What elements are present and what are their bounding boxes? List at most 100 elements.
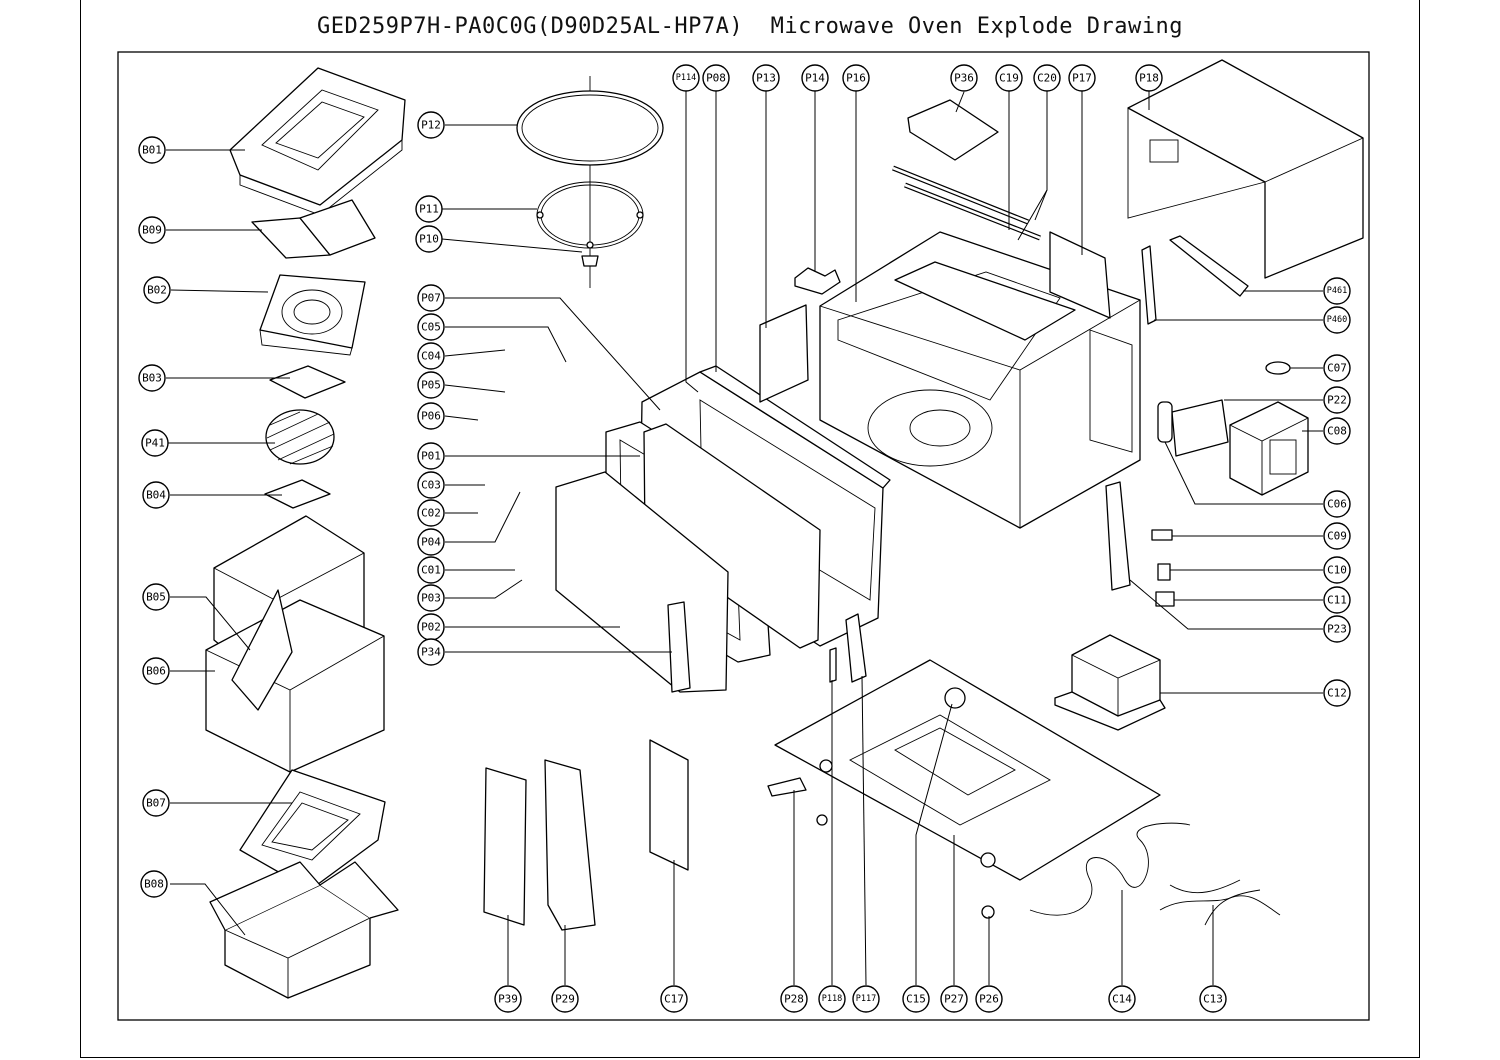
- part-p17-sheet: [1049, 231, 1111, 319]
- part-p11-roller-ring: [536, 181, 644, 249]
- svg-text:C06: C06: [1327, 498, 1347, 511]
- svg-text:C04: C04: [421, 350, 441, 363]
- callout-p04: P04: [417, 528, 445, 556]
- part-door-assembly: [555, 365, 891, 693]
- svg-text:C13: C13: [1203, 993, 1223, 1006]
- svg-text:P29: P29: [555, 993, 575, 1006]
- part-p13-panel: [759, 304, 809, 403]
- callout-p36: P36: [950, 64, 978, 92]
- callout-b02: B02: [143, 276, 171, 304]
- callout-p28: P28: [780, 985, 808, 1013]
- svg-text:C01: C01: [421, 564, 441, 577]
- svg-text:C17: C17: [664, 993, 684, 1006]
- svg-text:P18: P18: [1139, 72, 1159, 85]
- callout-c17: C17: [660, 985, 688, 1013]
- svg-text:P117: P117: [856, 994, 876, 1004]
- callout-p13: P13: [752, 64, 780, 92]
- part-b03-sheet: [269, 365, 346, 399]
- leader-lines: [166, 90, 1323, 986]
- part-b09-manual: [251, 199, 376, 259]
- svg-text:B04: B04: [146, 489, 166, 502]
- svg-text:C02: C02: [421, 507, 441, 520]
- callout-c15: C15: [902, 985, 930, 1013]
- part-base-plate: [774, 659, 1161, 881]
- svg-text:C07: C07: [1327, 362, 1347, 375]
- svg-text:B05: B05: [146, 591, 166, 604]
- svg-text:P22: P22: [1327, 394, 1347, 407]
- svg-text:C15: C15: [906, 993, 926, 1006]
- callout-b04: B04: [142, 481, 170, 509]
- callout-p461: P461: [1323, 277, 1351, 305]
- svg-text:P12: P12: [421, 119, 441, 132]
- callout-c07: C07: [1323, 354, 1351, 382]
- callout-p23: P23: [1323, 615, 1351, 643]
- part-p117: [845, 613, 867, 683]
- part-p39-panel-film: [483, 767, 527, 926]
- callout-c05: C05: [417, 313, 445, 341]
- svg-text:C03: C03: [421, 479, 441, 492]
- callout-c19: C19: [995, 64, 1023, 92]
- callout-labels: B01 B09 B02 B03 P41 B04 B05 B06 B07 B08 …: [138, 64, 1351, 1013]
- svg-text:P461: P461: [1327, 286, 1347, 296]
- callout-c20: C20: [1033, 64, 1061, 92]
- part-p118: [829, 647, 837, 683]
- svg-text:P03: P03: [421, 592, 441, 605]
- part-sketches: [205, 59, 1364, 999]
- part-b01-top-foam: [229, 67, 406, 216]
- svg-text:P07: P07: [421, 292, 441, 305]
- part-c11-switch: [1155, 591, 1175, 607]
- svg-text:P41: P41: [145, 437, 165, 450]
- part-p28-bracket: [767, 777, 807, 797]
- svg-text:P06: P06: [421, 410, 441, 423]
- part-b05-b06-carton: [205, 515, 385, 773]
- svg-text:P27: P27: [944, 993, 964, 1006]
- part-c10-switch: [1157, 563, 1171, 581]
- callout-b09: B09: [138, 216, 166, 244]
- svg-text:C10: C10: [1327, 564, 1347, 577]
- svg-text:P04: P04: [421, 536, 441, 549]
- callout-p34: P34: [417, 638, 445, 666]
- svg-text:P10: P10: [419, 233, 439, 246]
- part-p461-rail: [1169, 235, 1249, 297]
- callout-p118: P118: [818, 985, 846, 1013]
- part-c07: [1265, 361, 1291, 375]
- part-c19-c20-heaters: [892, 165, 1041, 241]
- callout-c10: C10: [1323, 556, 1351, 584]
- svg-text:P01: P01: [421, 450, 441, 463]
- callout-c13: C13: [1199, 985, 1227, 1013]
- part-p26-foot: [981, 905, 995, 919]
- callout-p11: P11: [415, 195, 443, 223]
- svg-text:P02: P02: [421, 621, 441, 634]
- svg-text:C05: C05: [421, 321, 441, 334]
- drawing-sheet-frame: [80, 0, 1420, 1058]
- svg-text:P14: P14: [805, 72, 825, 85]
- svg-text:B09: B09: [142, 224, 162, 237]
- callout-p14: P14: [801, 64, 829, 92]
- callout-c08: C08: [1323, 417, 1351, 445]
- svg-text:B02: B02: [147, 284, 167, 297]
- svg-text:P05: P05: [421, 379, 441, 392]
- svg-text:B03: B03: [142, 372, 162, 385]
- callout-b03: B03: [138, 364, 166, 392]
- part-c09-switch: [1151, 529, 1173, 541]
- part-cavity: [819, 231, 1141, 529]
- part-c13-harness-branches: [1169, 879, 1261, 926]
- part-p41-disc: [265, 409, 335, 465]
- callout-b06: B06: [142, 657, 170, 685]
- callout-c12: C12: [1323, 679, 1351, 707]
- part-b08-carton: [209, 861, 399, 999]
- svg-text:P460: P460: [1327, 315, 1347, 325]
- svg-text:P11: P11: [419, 203, 439, 216]
- callout-p22: P22: [1323, 386, 1351, 414]
- callout-p39: P39: [494, 985, 522, 1013]
- part-p36-plate: [907, 99, 999, 161]
- callout-p16: P16: [842, 64, 870, 92]
- callout-p05: P05: [417, 371, 445, 399]
- callout-p26: P26: [975, 985, 1003, 1013]
- callout-p117: P117: [852, 985, 880, 1013]
- part-p23-latch-board: [1105, 481, 1131, 591]
- svg-text:C12: C12: [1327, 687, 1347, 700]
- callout-c06: C06: [1323, 490, 1351, 518]
- svg-text:P118: P118: [822, 994, 842, 1004]
